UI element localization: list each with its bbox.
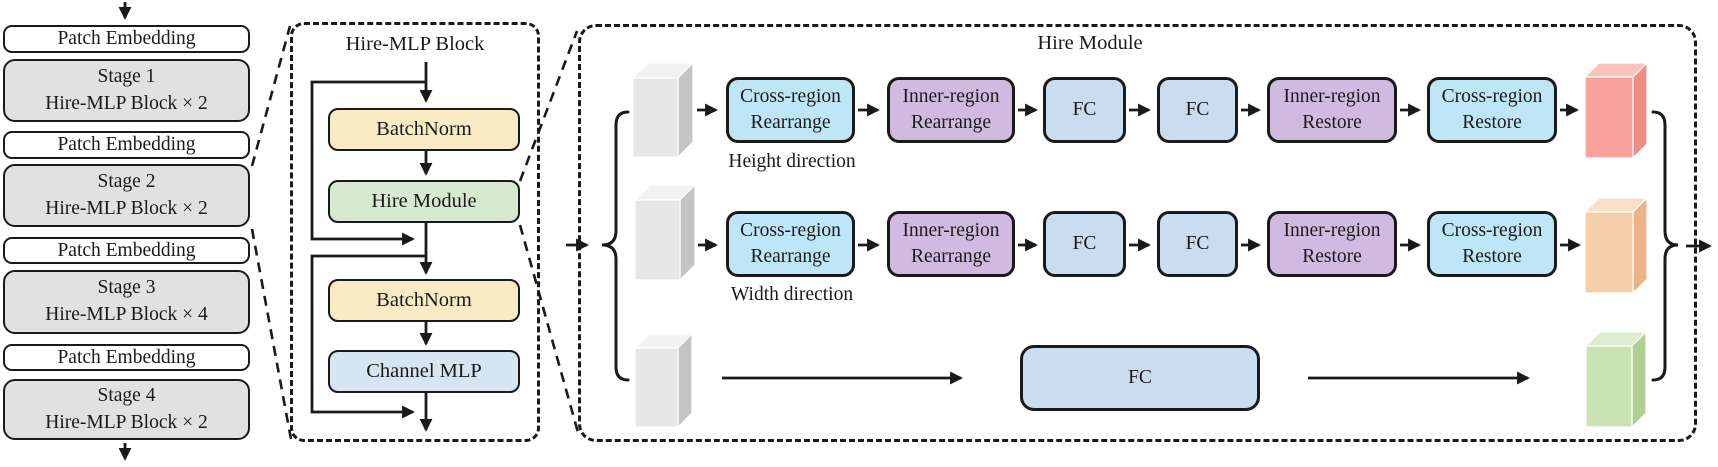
patch-embedding-box: Patch Embedding (3, 344, 250, 371)
fc-box-channel: FC (1020, 345, 1260, 411)
patch-embedding-box: Patch Embedding (3, 25, 250, 53)
backbone-column: Patch Embedding Stage 1 Hire-MLP Block ×… (0, 0, 260, 467)
patch-embedding-box: Patch Embedding (3, 131, 250, 159)
channel-mlp-box: Channel MLP (328, 350, 520, 393)
cross-region-rearrange-box-h: Cross-region Rearrange (726, 77, 855, 143)
stage-2-box: Stage 2 Hire-MLP Block × 2 (3, 164, 250, 227)
batchnorm-box-2: BatchNorm (328, 279, 520, 322)
width-direction-label: Width direction (730, 284, 854, 305)
cross-region-restore-box-w: Cross-region Restore (1427, 211, 1557, 277)
stage-4-box: Stage 4 Hire-MLP Block × 2 (3, 379, 250, 440)
module-panel-title: Hire Module (1037, 32, 1143, 54)
patch-embedding-box: Patch Embedding (3, 237, 250, 264)
fc-box-w1: FC (1043, 211, 1126, 277)
inner-region-rearrange-box-w: Inner-region Rearrange (887, 211, 1015, 277)
stage-1-box: Stage 1 Hire-MLP Block × 2 (3, 59, 250, 122)
cross-region-rearrange-box-w: Cross-region Rearrange (726, 211, 855, 277)
fc-box-h2: FC (1157, 77, 1238, 143)
stage-3-box: Stage 3 Hire-MLP Block × 4 (3, 270, 250, 334)
fc-box-w2: FC (1157, 211, 1238, 277)
cross-region-restore-box-h: Cross-region Restore (1427, 77, 1557, 143)
inner-region-rearrange-box-h: Inner-region Rearrange (887, 77, 1015, 143)
inner-region-restore-box-h: Inner-region Restore (1267, 77, 1397, 143)
inner-region-restore-box-w: Inner-region Restore (1267, 211, 1397, 277)
batchnorm-box-1: BatchNorm (328, 108, 520, 151)
height-direction-label: Height direction (728, 151, 856, 172)
fc-box-h1: FC (1043, 77, 1126, 143)
block-panel-title: Hire-MLP Block (345, 33, 485, 55)
hire-module-box: Hire Module (328, 180, 520, 223)
